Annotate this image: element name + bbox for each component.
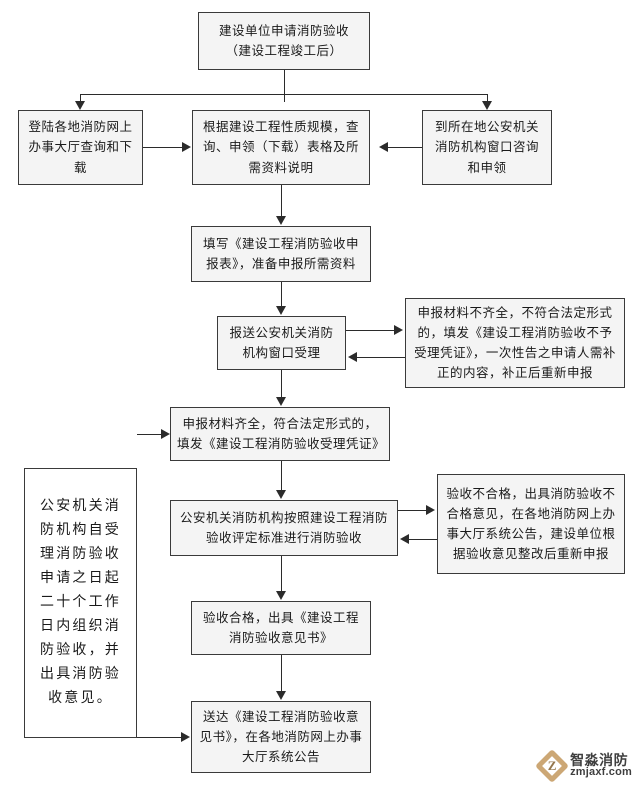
watermark-text: 智淼消防 zmjaxf.com: [570, 753, 632, 779]
edge-fail-back-to-inspection: [409, 539, 437, 540]
edge-pass-to-deliver: [281, 655, 282, 692]
node-forms-query-label: 根据建设工程性质规模，查询、申领（下载）表格及所需资料说明: [202, 120, 359, 175]
watermark-url: zmjaxf.com: [570, 766, 632, 779]
node-window-consult: 到所在地公安机关消防机构窗口咨询和申领: [422, 110, 552, 185]
node-window-consult-label: 到所在地公安机关消防机构窗口咨询和申领: [434, 120, 539, 175]
arrowhead-inspection-from-fail: [400, 534, 409, 544]
brand-letter: Z: [547, 757, 557, 773]
watermark-brand: 智淼消防: [570, 751, 629, 768]
arrowhead-window-consult: [482, 101, 492, 110]
edge-submit-to-reject: [346, 330, 395, 331]
node-reject-incomplete-label: 申报材料不齐全，不符合法定形式的，填发《建设工程消防验收不予受理凭证》，一次性告…: [414, 305, 616, 381]
node-fail-result-label: 验收不合格，出具消防验收不合格意见，在各地消防网上办事大厅系统公告，建设单位根据…: [446, 486, 616, 562]
node-accept-complete: 申报材料齐全，符合法定形式的，填发《建设工程消防验收受理凭证》: [170, 407, 390, 461]
node-submit-window: 报送公安机关消防机构窗口受理: [217, 316, 346, 370]
watermark: Z 智淼消防 zmjaxf.com: [535, 748, 632, 783]
arrowhead-deliver-notice: [276, 691, 286, 700]
arrowhead-fail-result: [426, 505, 435, 515]
arrowhead-deliver-from-left: [181, 732, 190, 742]
edge-forms-to-fill: [281, 185, 282, 217]
arrowhead-forms-from-right: [379, 142, 388, 152]
edge-bus-to-window-consult: [487, 94, 488, 102]
arrowhead-online-portal: [75, 101, 85, 110]
edge-twentydays-to-deliver: [137, 737, 182, 738]
arrowhead-accept-complete: [276, 397, 286, 406]
edge-bus-to-forms-query: [284, 94, 285, 102]
node-reject-incomplete: 申报材料不齐全，不符合法定形式的，填发《建设工程消防验收不予受理凭证》，一次性告…: [405, 298, 625, 388]
arrowhead-accept-from-left: [161, 429, 170, 439]
edge-apply-stem: [284, 70, 285, 94]
node-fill-form-label: 填写《建设工程消防验收申报表》，准备申报所需资料: [202, 236, 359, 271]
edge-inspection-to-fail: [398, 510, 427, 511]
node-inspection-label: 公安机关消防机构按照建设工程消防验收评定标准进行消防验收: [179, 510, 388, 545]
node-online-portal-label: 登陆各地消防网上办事大厅查询和下载: [28, 120, 133, 175]
node-inspection: 公安机关消防机构按照建设工程消防验收评定标准进行消防验收: [170, 500, 398, 556]
node-fill-form: 填写《建设工程消防验收申报表》，准备申报所需资料: [191, 226, 371, 282]
node-apply-label: 建设单位申请消防验收 （建设工程竣工后）: [218, 23, 349, 58]
arrowhead-fill-form: [276, 216, 286, 225]
edge-window-consult-to-forms: [388, 147, 422, 148]
arrowhead-pass-result: [276, 591, 286, 600]
node-accept-complete-label: 申报材料齐全，符合法定形式的，填发《建设工程消防验收受理凭证》: [177, 416, 386, 451]
arrowhead-inspection: [276, 490, 286, 499]
brand-logo-icon: Z: [535, 748, 570, 783]
node-apply: 建设单位申请消防验收 （建设工程竣工后）: [198, 12, 370, 70]
node-online-portal: 登陆各地消防网上办事大厅查询和下载: [18, 110, 143, 185]
node-fail-result: 验收不合格，出具消防验收不合格意见，在各地消防网上办事大厅系统公告，建设单位根据…: [437, 474, 625, 574]
node-forms-query: 根据建设工程性质规模，查询、申领（下载）表格及所需资料说明: [192, 110, 370, 185]
node-pass-result: 验收合格，出具《建设工程消防验收意见书》: [191, 601, 371, 655]
arrowhead-submit-from-reject: [348, 352, 357, 362]
node-deliver-notice: 送达《建设工程消防验收意见书》，在各地消防网上办事大厅系统公告: [191, 701, 371, 773]
node-deliver-notice-label: 送达《建设工程消防验收意见书》，在各地消防网上办事大厅系统公告: [199, 709, 363, 765]
edge-split-bus: [80, 94, 487, 95]
arrowhead-reject-incomplete: [394, 325, 403, 335]
edge-submit-to-accept: [281, 370, 282, 398]
arrowhead-forms-from-left: [182, 142, 191, 152]
edge-bus-to-online-portal: [80, 94, 81, 102]
node-pass-result-label: 验收合格，出具《建设工程消防验收意见书》: [202, 610, 359, 645]
edge-accept-to-inspection: [281, 461, 282, 491]
edge-reject-back-to-submit: [357, 357, 405, 358]
node-twenty-days-label: 公安机关消防机构自受理消防验收申请之日起二十个工作日内组织消防验收，并出具消防验…: [40, 498, 121, 707]
node-submit-window-label: 报送公安机关消防机构窗口受理: [229, 325, 334, 360]
node-twenty-days: 公安机关消防机构自受理消防验收申请之日起二十个工作日内组织消防验收，并出具消防验…: [24, 468, 137, 738]
edge-twentydays-to-accept: [137, 434, 163, 435]
edge-inspection-to-pass: [281, 556, 282, 592]
edge-online-portal-to-forms: [143, 147, 183, 148]
edge-fill-to-submit: [281, 282, 282, 307]
arrowhead-submit-window: [276, 306, 286, 315]
